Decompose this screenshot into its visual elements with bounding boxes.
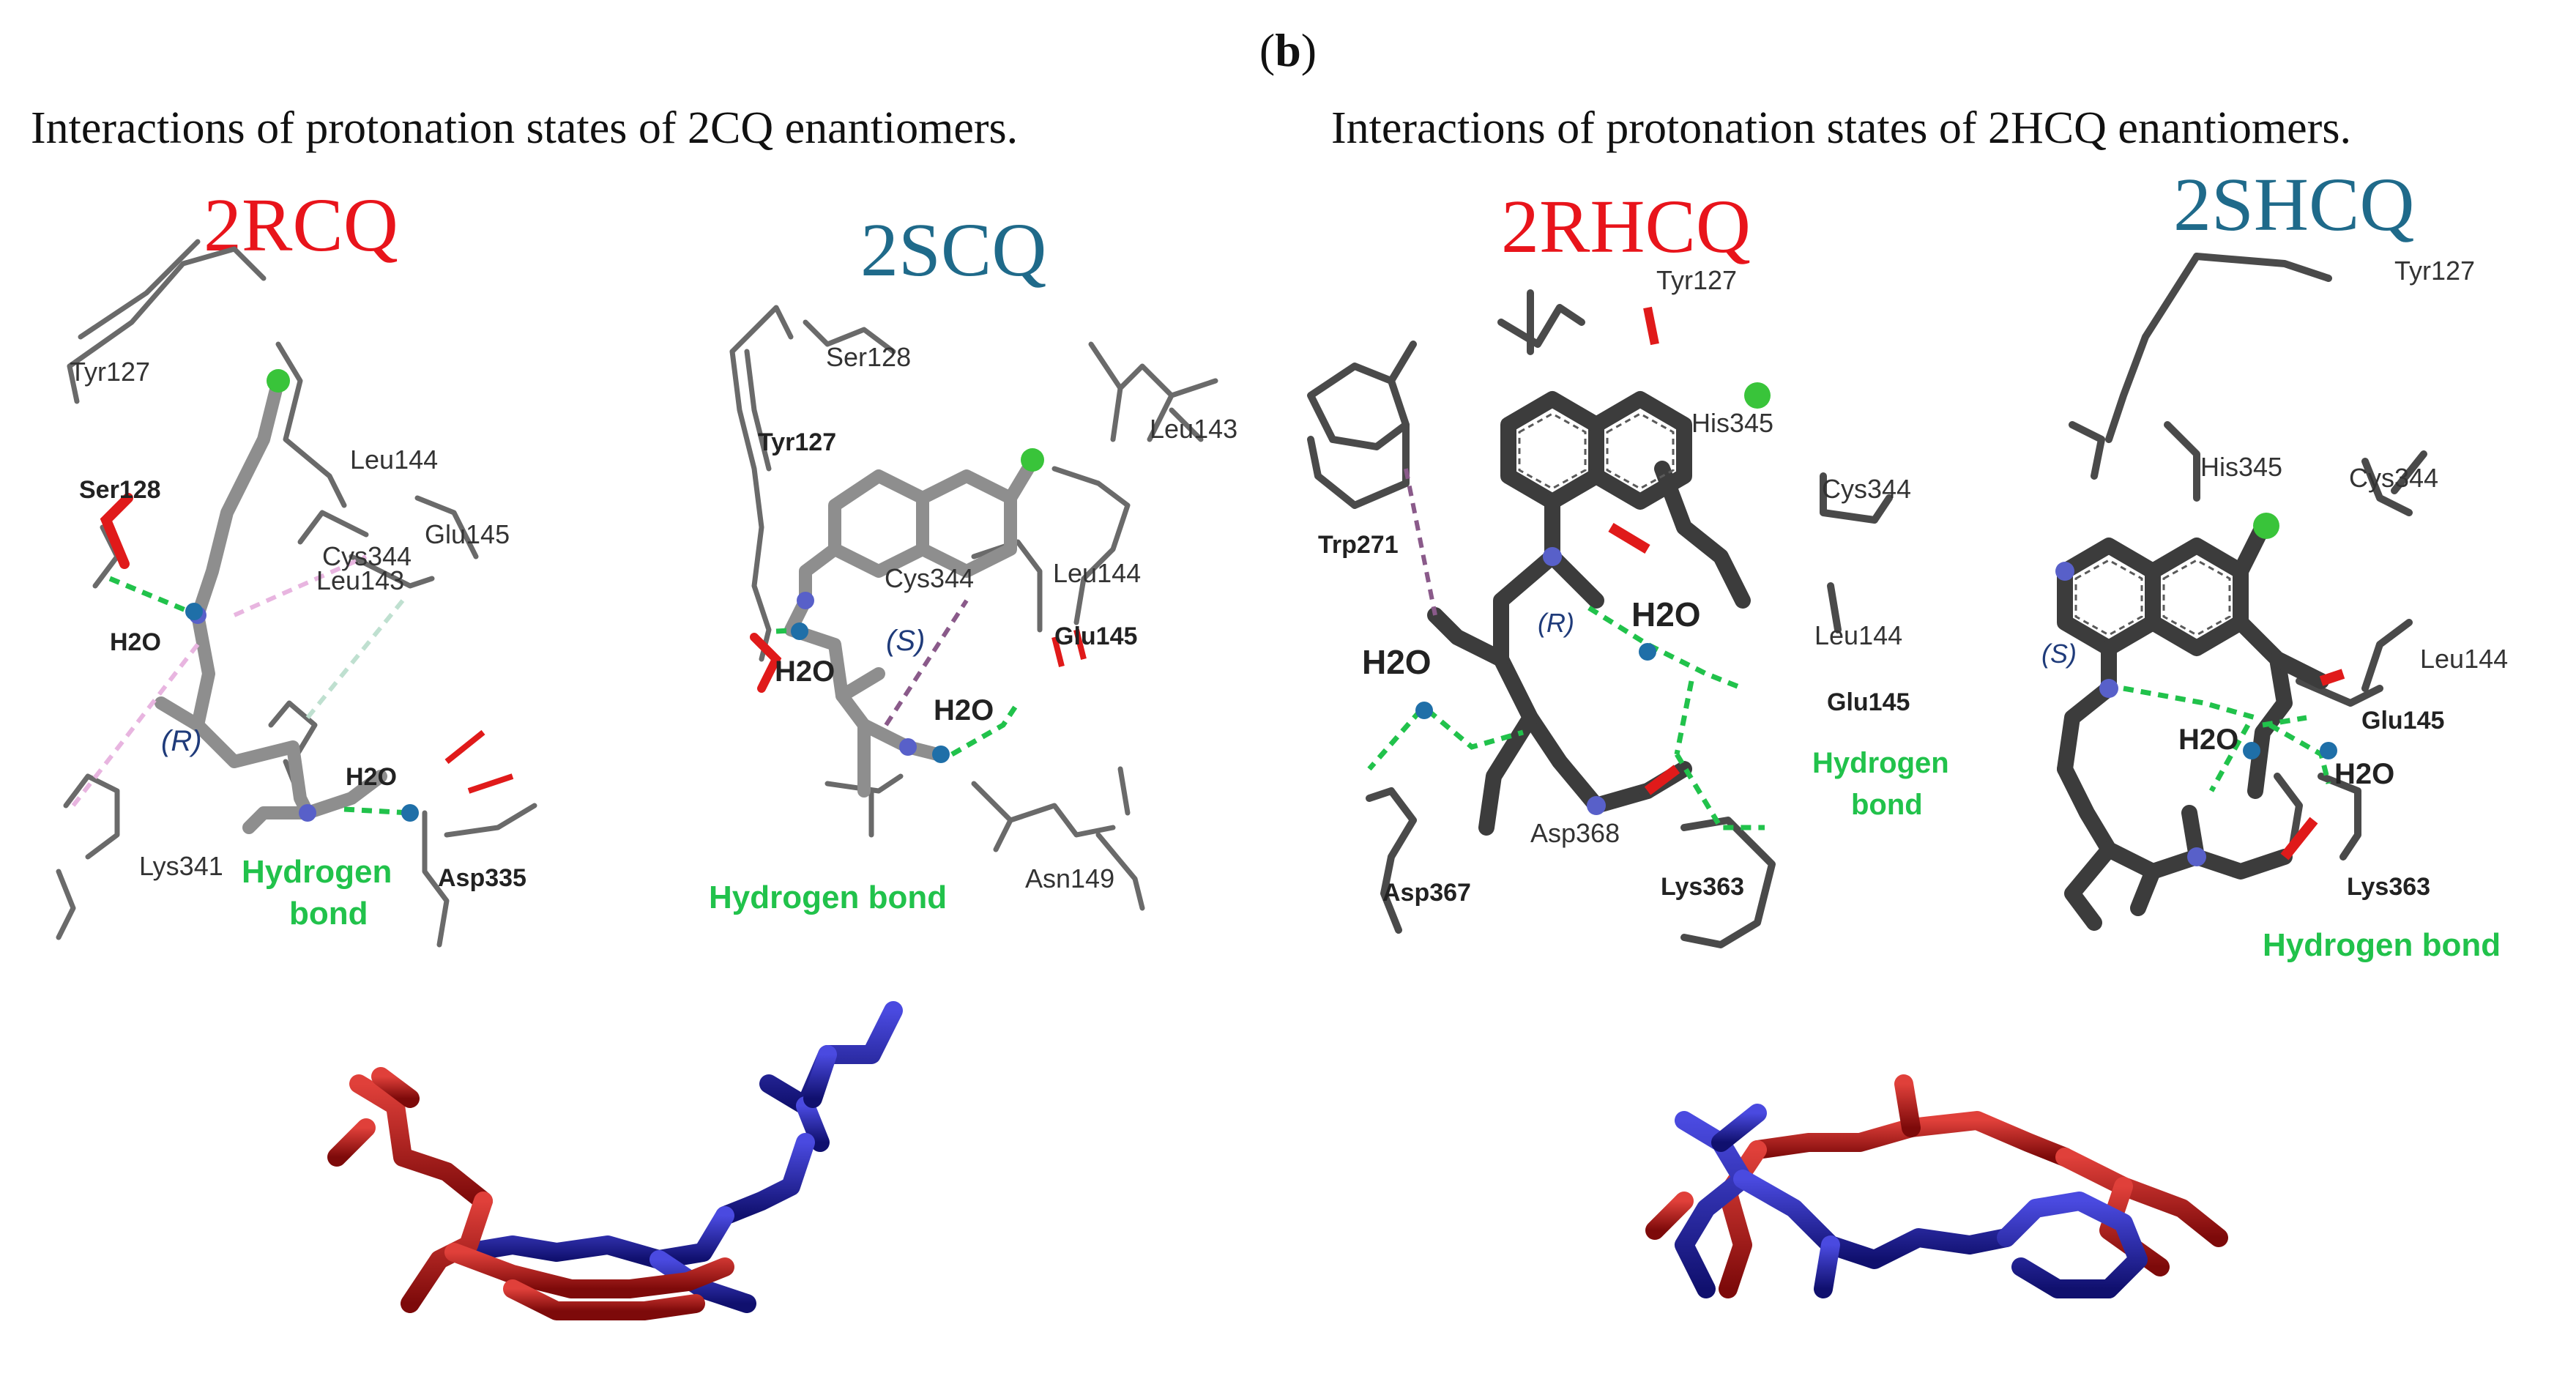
res-2rhcq-trp271: Trp271 bbox=[1318, 531, 1399, 559]
res-2rhcq-leu144: Leu144 bbox=[1814, 620, 1902, 650]
title-2rhcq: 2RHCQ bbox=[1501, 185, 1751, 269]
res-2scq-asn149: Asn149 bbox=[1025, 863, 1114, 893]
title-2shcq: 2SHCQ bbox=[2173, 163, 2415, 247]
res-2shcq-glu145: Glu145 bbox=[2361, 707, 2444, 735]
water-2rcq-a: H2O bbox=[110, 628, 161, 656]
res-2rcq-leu144: Leu144 bbox=[350, 445, 438, 475]
res-2scq-tyr127: Tyr127 bbox=[758, 428, 836, 456]
hbond-2rcq-line1: Hydrogen bbox=[242, 854, 392, 890]
water-2rhcq-b: H2O bbox=[1362, 643, 1432, 681]
title-2scq: 2SCQ bbox=[860, 208, 1047, 292]
panel-2rcq: Tyr127 Leu144 Cys344 Glu145 Leu143 Lys34… bbox=[56, 239, 537, 948]
water-2rhcq-a: H2O bbox=[1631, 595, 1701, 633]
chirality-2shcq: (S) bbox=[2041, 639, 2077, 669]
panel-letter: b bbox=[1275, 24, 1301, 76]
res-2rcq-glu145: Glu145 bbox=[425, 519, 510, 549]
chirality-2rhcq: (R) bbox=[1538, 608, 1574, 638]
res-2scq-glu145: Glu145 bbox=[1054, 622, 1137, 650]
res-2rcq-cys344: Cys344 bbox=[322, 541, 412, 571]
water-2scq-a: H2O bbox=[775, 655, 835, 688]
section-title-2hcq: Interactions of protonation states of 2H… bbox=[1331, 103, 2351, 153]
res-2shcq-leu144: Leu144 bbox=[2420, 644, 2508, 674]
res-2rcq-leu143: Leu143 bbox=[316, 565, 404, 595]
section-title-2cq: Interactions of protonation states of 2C… bbox=[31, 103, 1019, 153]
res-2scq-cys344: Cys344 bbox=[885, 563, 974, 593]
chirality-2rcq: (R) bbox=[161, 725, 202, 757]
res-2shcq-tyr127: Tyr127 bbox=[2394, 256, 2475, 286]
res-2rhcq-asp367: Asp367 bbox=[1382, 879, 1471, 907]
panel-2rhcq: Tyr127 His345 Cys344 Leu144 Asp368 Trp27… bbox=[1307, 265, 1949, 948]
hbond-2shcq: Hydrogen bond bbox=[2263, 927, 2501, 963]
hbond-2rcq-line2: bond bbox=[289, 896, 368, 932]
res-2rcq-tyr127: Tyr127 bbox=[70, 357, 150, 387]
hbond-2rhcq-line2: bond bbox=[1851, 789, 1923, 821]
panel-2scq: Ser128 Leu143 Cys344 Leu144 Asn149 Tyr12… bbox=[709, 305, 1237, 915]
res-2rhcq-glu145: Glu145 bbox=[1827, 688, 1910, 716]
res-2shcq-his345: His345 bbox=[2200, 452, 2282, 482]
panel-label: (b) bbox=[0, 23, 2576, 78]
res-2rhcq-asp368: Asp368 bbox=[1530, 818, 1620, 848]
panel-2shcq: Tyr127 His345 Cys344 Leu144 Glu145 Lys36… bbox=[2041, 253, 2508, 963]
res-2shcq-lys363: Lys363 bbox=[2347, 873, 2430, 901]
res-2rcq-ser128: Ser128 bbox=[79, 476, 161, 504]
hbond-2rhcq-line1: Hydrogen bbox=[1812, 747, 1949, 779]
water-2scq-b: H2O bbox=[934, 694, 994, 726]
water-2shcq-a: H2O bbox=[2178, 724, 2238, 756]
res-2rhcq-tyr127: Tyr127 bbox=[1656, 265, 1737, 295]
res-2shcq-cys344: Cys344 bbox=[2349, 463, 2438, 493]
panel-open-paren: ( bbox=[1259, 24, 1276, 76]
res-2rhcq-cys344: Cys344 bbox=[1822, 474, 1911, 504]
overlay-2hcq bbox=[1645, 1074, 2228, 1298]
water-2shcq-b: H2O bbox=[2334, 758, 2394, 790]
res-2rcq-asp335: Asp335 bbox=[438, 864, 526, 892]
res-2rhcq-his345: His345 bbox=[1691, 408, 1773, 438]
res-2scq-leu143: Leu143 bbox=[1150, 414, 1237, 444]
hbond-2scq: Hydrogen bond bbox=[709, 880, 947, 915]
res-2scq-leu144: Leu144 bbox=[1053, 558, 1141, 588]
res-2scq-ser128: Ser128 bbox=[826, 342, 911, 372]
chirality-2scq: (S) bbox=[886, 625, 925, 657]
panel-close-paren: ) bbox=[1300, 24, 1317, 76]
res-2rhcq-lys363: Lys363 bbox=[1661, 873, 1744, 901]
overlay-2cq bbox=[327, 1001, 903, 1320]
water-2rcq-b: H2O bbox=[346, 763, 397, 791]
res-2rcq-lys341: Lys341 bbox=[139, 851, 223, 881]
